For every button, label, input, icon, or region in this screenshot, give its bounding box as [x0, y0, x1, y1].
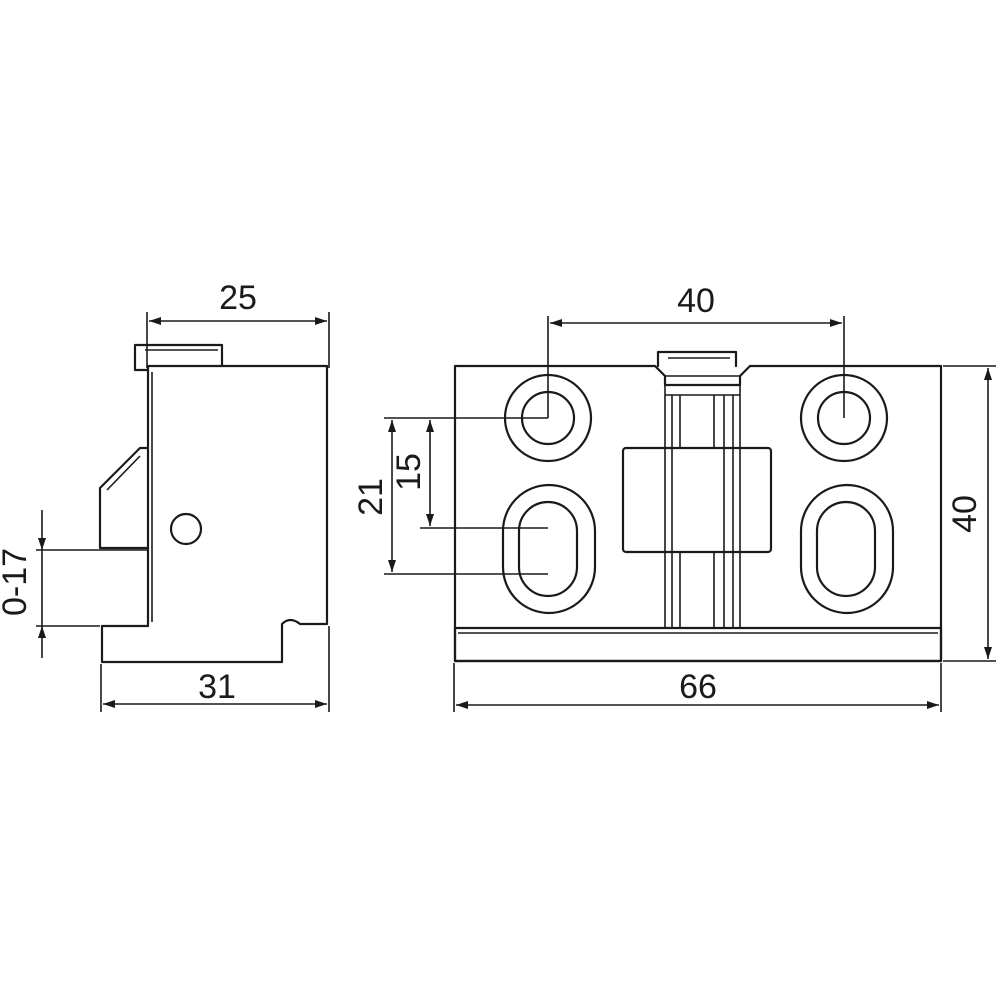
front-bottom-rail: [453, 626, 943, 663]
front-sliding-block: [621, 446, 773, 554]
front-guide-rods: [664, 385, 741, 628]
dim-label-31: 31: [198, 668, 236, 706]
front-slot-right-outer: [799, 483, 895, 615]
front-dim-slot-offset: 21: [352, 417, 548, 575]
front-dim-width: 66: [453, 663, 942, 712]
front-slot-right-inner: [815, 500, 877, 598]
side-dim-gap-range: 0-17: [0, 510, 148, 658]
dim-label-25: 25: [219, 279, 257, 317]
side-view: [98, 343, 329, 664]
side-top-tab: [133, 343, 224, 372]
dim-label-40-top: 40: [677, 282, 715, 320]
dim-label-21: 21: [352, 478, 390, 516]
front-top-cap: [656, 350, 738, 368]
dim-label-15: 15: [390, 453, 428, 491]
front-slot-left-outer: [501, 483, 597, 615]
side-left-block-edge: [106, 455, 141, 491]
side-left-block: [98, 446, 150, 550]
side-hole: [169, 512, 203, 546]
side-body: [100, 364, 329, 664]
dim-label-66: 66: [679, 668, 717, 706]
side-dim-width: 25: [146, 279, 330, 368]
dim-label-0-17: 0-17: [0, 548, 34, 616]
front-view: [453, 350, 943, 663]
dim-label-40-right: 40: [946, 495, 984, 533]
front-dim-height: 40: [943, 365, 996, 662]
front-slot-left-inner: [517, 500, 579, 598]
front-dim-hole-spacing: 40: [547, 282, 845, 418]
front-dim-slot-offset-inner: 15: [390, 420, 548, 529]
side-dim-total-width: 31: [100, 626, 330, 712]
